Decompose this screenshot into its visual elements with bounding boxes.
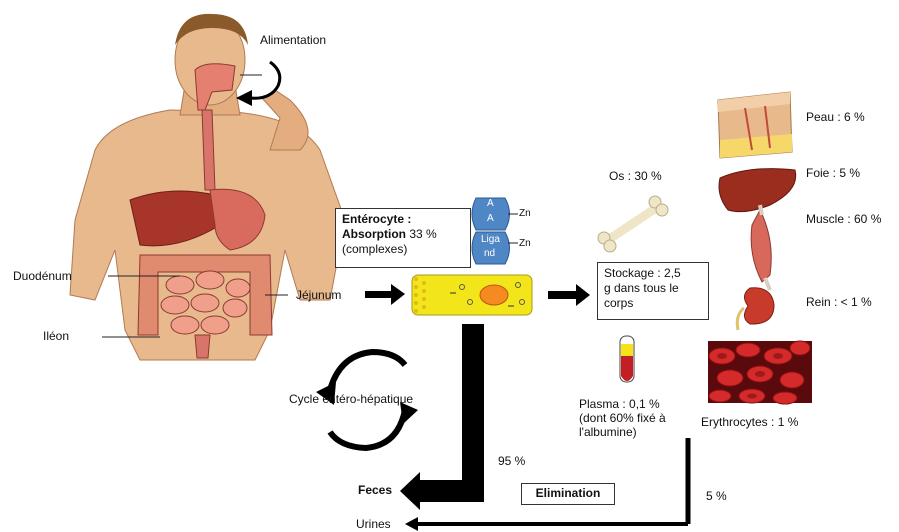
feces-label: Feces [358,483,392,497]
kidney-label: Rein : < 1 % [806,295,872,309]
ligand-part-1: Liga [481,235,500,245]
feces-arrow [400,324,484,510]
storage-line-1: Stockage : 2,5 [604,266,702,281]
amino-acid-1: A [487,199,494,209]
plasma-line-3: l'albumine) [579,425,666,439]
plasma-tube-illustration [620,336,634,382]
duodenum-label: Duodénum [13,269,72,283]
bone-illustration [598,196,668,252]
alimentation-label: Alimentation [260,33,326,47]
ileon-label: Iléon [43,329,69,343]
storage-arrow [548,284,590,306]
urine-percentage: 5 % [706,489,727,503]
muscle-label: Muscle : 60 % [806,212,881,226]
liver-label: Foie : 5 % [806,166,860,180]
jejunum-label: Jéjunum [296,288,341,302]
zinc-label-1: Zn [519,208,531,219]
plasma-line-2: (dont 60% fixé à [579,411,666,425]
enterocyte-box: Entérocyte : Absorption 33 % (complexes) [335,208,471,268]
enterocyte-title: Entérocyte : [342,212,464,227]
muscle-illustration [751,205,771,290]
absorption-word: Absorption [342,227,406,241]
liver-illustration [719,169,796,212]
absorption-pct: 33 % [409,227,436,241]
jejunum-arrow [365,284,405,305]
enterocyte-absorption: Absorption 33 % [342,227,464,242]
plasma-line-1: Plasma : 0,1 % [579,397,666,411]
feces-percentage: 95 % [498,454,525,468]
amino-acid-2: A [487,214,494,224]
human-body-illustration [70,14,345,360]
kidney-illustration [737,288,774,330]
enterohepatic-cycle-label: Cycle entéro-hépatique [289,392,413,406]
zinc-label-2: Zn [519,238,531,249]
ligand-part-2: nd [484,249,495,259]
elimination-box: Elimination [521,483,615,505]
plasma-label: Plasma : 0,1 % (dont 60% fixé à l'albumi… [579,397,666,439]
erythrocytes-illustration [708,341,812,404]
storage-line-2: g dans tous le [604,281,702,296]
storage-box: Stockage : 2,5 g dans tous le corps [597,262,709,320]
enterocyte-cell-illustration [412,275,532,315]
urines-label: Urines [356,517,391,531]
skin-illustration [718,92,792,158]
storage-line-3: corps [604,296,702,311]
erythrocytes-label: Erythrocytes : 1 % [701,415,798,429]
enterocyte-complexes: (complexes) [342,242,464,257]
bone-label: Os : 30 % [609,169,662,183]
skin-label: Peau : 6 % [806,110,865,124]
